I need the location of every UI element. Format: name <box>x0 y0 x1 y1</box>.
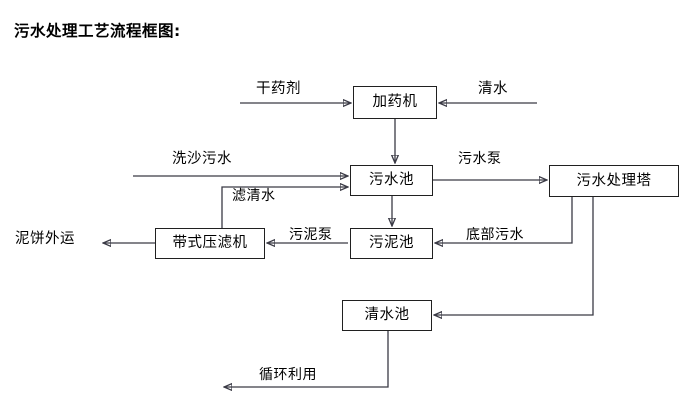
edge-label-filtered-clear-water: 滤清水 <box>232 188 276 204</box>
page-title: 污水处理工艺流程框图: <box>14 22 181 40</box>
node-label: 加药机 <box>372 94 418 111</box>
edge-label-sewage-pump: 污水泵 <box>458 151 502 167</box>
node-treatment-tower[interactable]: 污水处理塔 <box>549 165 679 197</box>
node-dosing-machine[interactable]: 加药机 <box>353 86 437 119</box>
wire-treatment-tower-to-clear-water-pool <box>434 197 594 315</box>
node-label: 带式压滤机 <box>172 235 248 252</box>
node-belt-filter-press[interactable]: 带式压滤机 <box>155 228 265 259</box>
wire-bottom-sewage-to-sludge-pool <box>435 197 573 243</box>
terminal-label-dry-chemical: 干药剂 <box>256 81 301 97</box>
node-clear-water-pool[interactable]: 清水池 <box>342 300 432 331</box>
node-label: 污水处理塔 <box>576 172 652 189</box>
node-label: 污泥池 <box>369 235 414 252</box>
wire-filtered-water-to-sewage-pool <box>221 187 348 228</box>
node-sludge-pool[interactable]: 污泥池 <box>350 228 433 259</box>
node-label: 污水池 <box>369 172 414 189</box>
edge-label-bottom-sewage: 底部污水 <box>466 227 524 243</box>
wire-clear-water-pool-to-recycle <box>224 331 389 387</box>
edge-label-recycle-reuse: 循环利用 <box>259 367 317 383</box>
edge-label-sludge-pump: 污泥泵 <box>289 227 333 243</box>
node-label: 清水池 <box>364 307 410 324</box>
terminal-label-clean-water: 清水 <box>478 81 508 97</box>
node-sewage-pool[interactable]: 污水池 <box>350 165 433 196</box>
terminal-label-sand-wash-sewage: 洗沙污水 <box>172 151 232 167</box>
terminal-label-mud-cake-out: 泥饼外运 <box>15 231 75 247</box>
